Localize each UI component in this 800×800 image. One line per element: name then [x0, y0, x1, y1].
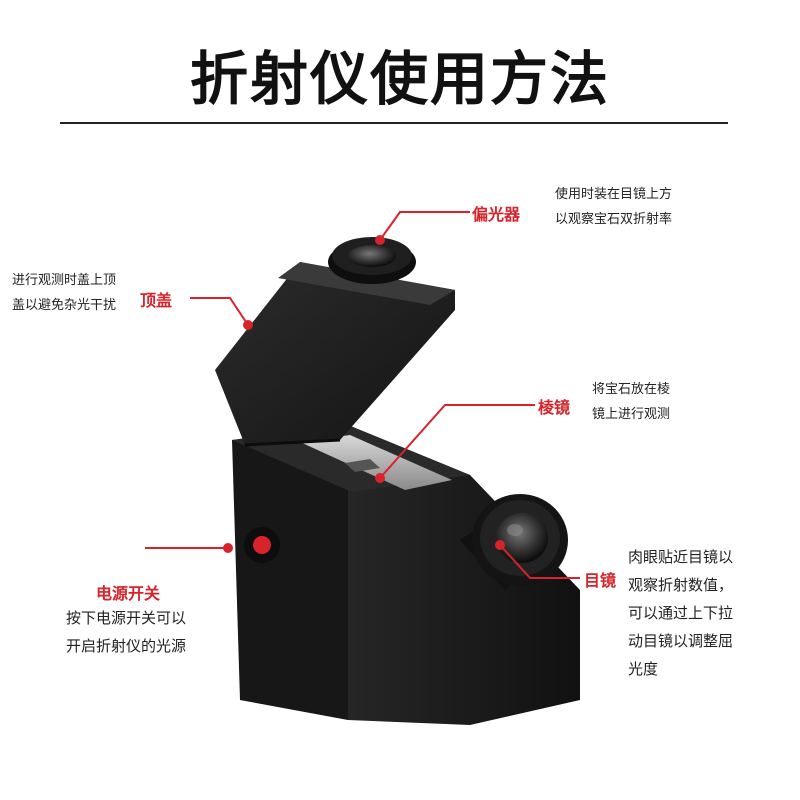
device-body: [232, 425, 580, 725]
polarizer-ring: [328, 237, 416, 284]
leader-dots: [223, 235, 505, 553]
callout-power-switch-label: 电源开关: [96, 584, 161, 603]
top-cover: [215, 262, 455, 447]
callout-eyepiece-desc: 肉眼贴近目镜以 观察折射数值， 可以通过上下拉 动目镜以调整屈 光度: [628, 548, 734, 678]
callout-polarizer-desc: 使用时装在目镜上方 以观察宝石双折射率: [555, 187, 673, 227]
callout-top-cover-desc: 进行观测时盖上顶 盖以避免杂光干扰: [12, 273, 117, 313]
callout-prism-label: 棱镜: [538, 398, 571, 417]
power-switch-button: [244, 527, 280, 563]
leader-lines: [145, 211, 580, 579]
callout-power-switch-desc: 按下电源开关可以 开启折射仪的光源: [66, 609, 187, 655]
callout-eyepiece-label: 目镜: [584, 571, 617, 590]
callout-top-cover-label: 顶盖: [140, 291, 173, 310]
eyepiece-tube: [460, 494, 568, 590]
callout-polarizer-label: 偏光器: [472, 205, 521, 224]
callout-prism-desc: 将宝石放在棱 镜上进行观测: [592, 382, 671, 422]
page-title: 折射仪使用方法: [189, 45, 610, 113]
title-divider: [60, 122, 728, 124]
prism-plate: [300, 435, 452, 490]
